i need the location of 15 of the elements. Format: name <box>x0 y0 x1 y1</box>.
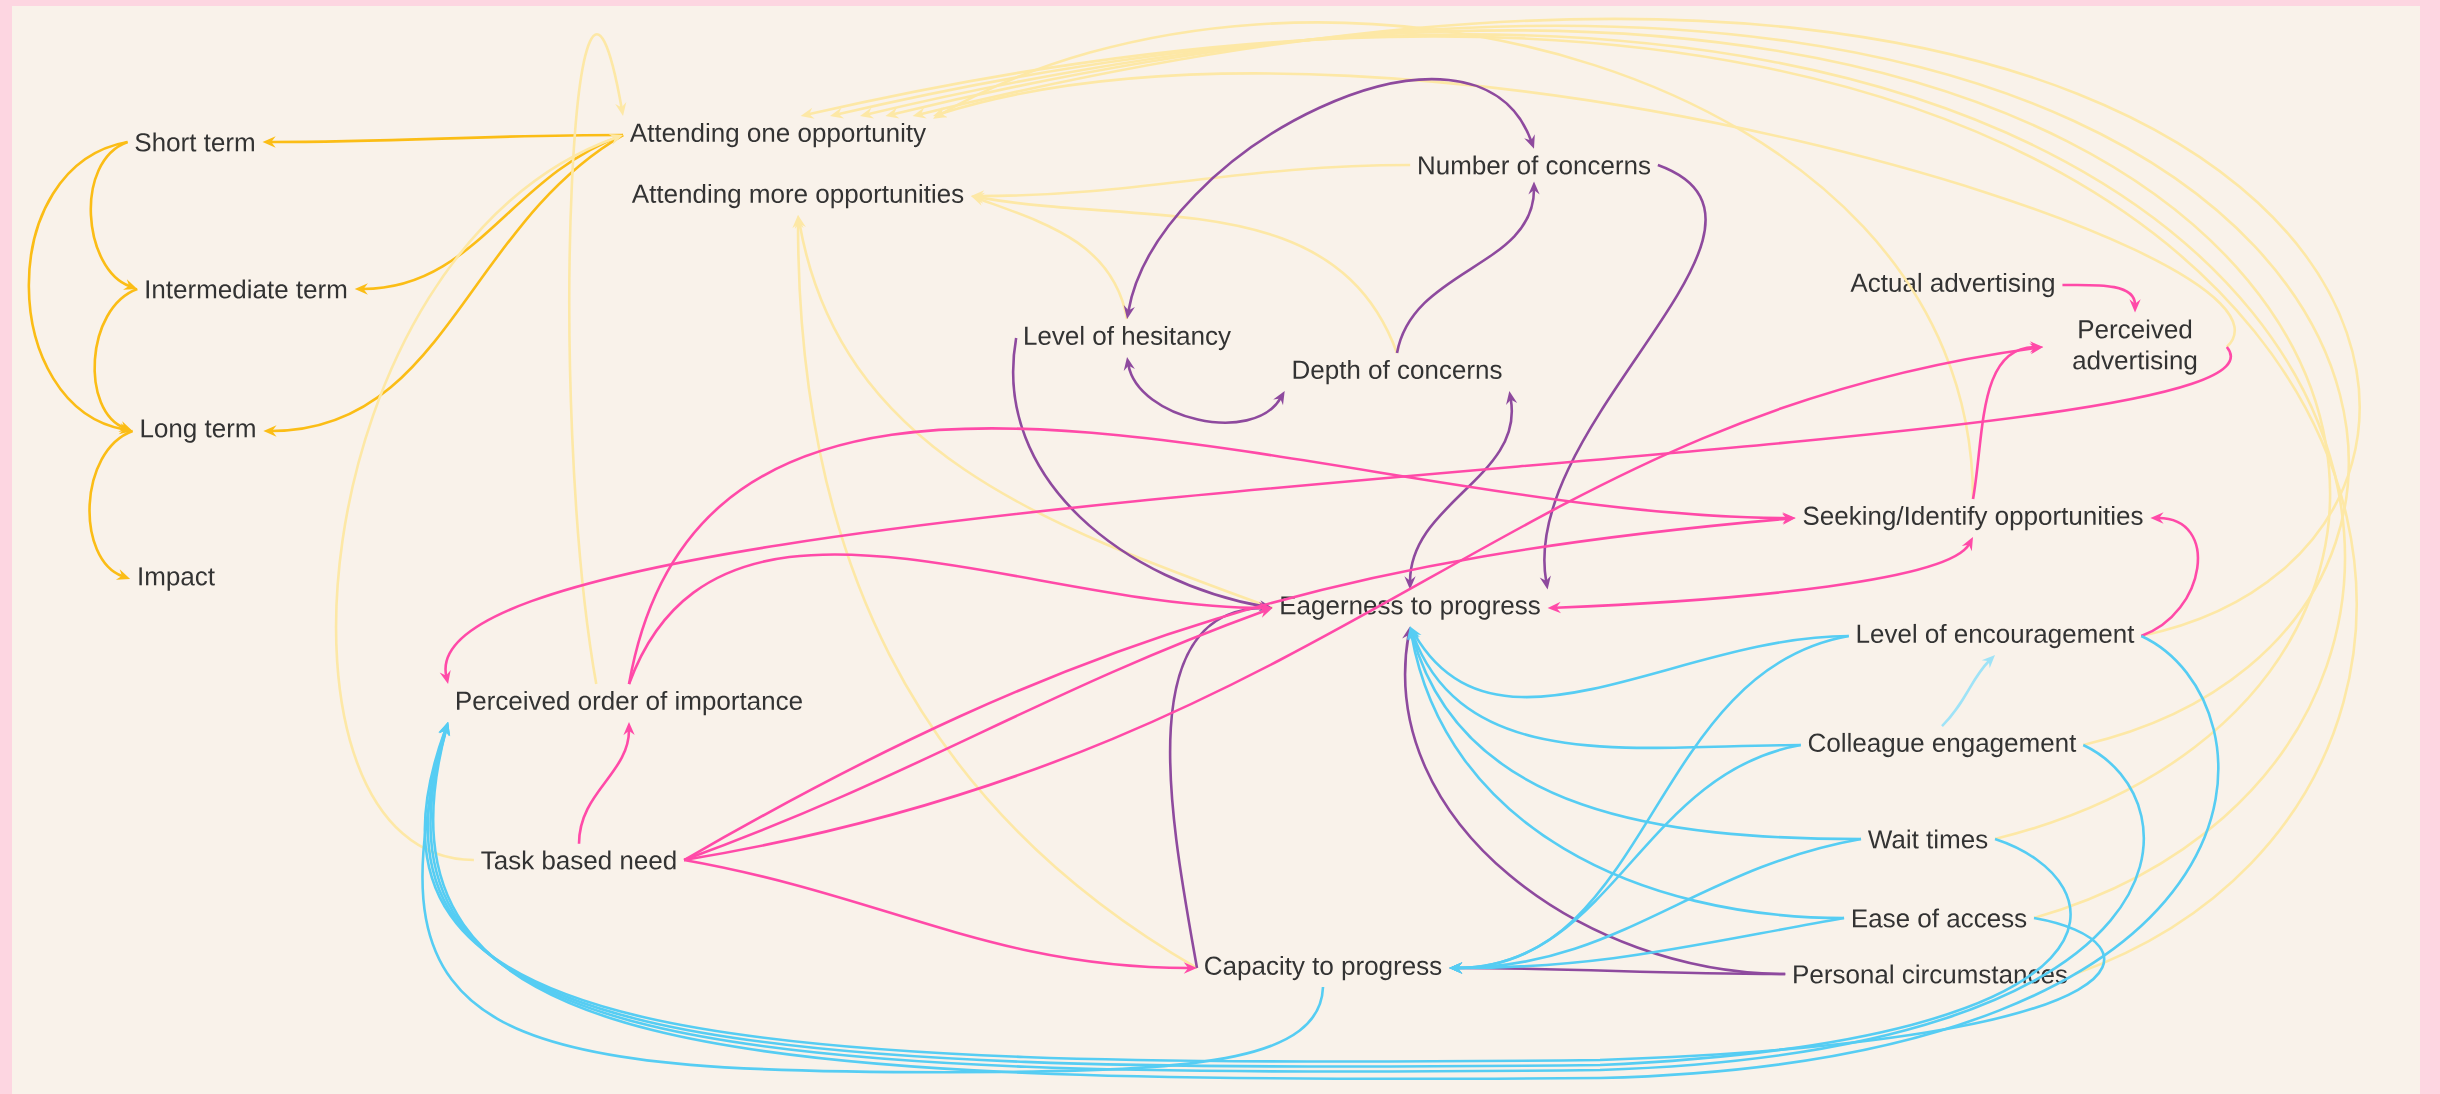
node-label: Long term <box>141 419 255 443</box>
node-label: Perceived order of importance <box>457 690 802 716</box>
node-label: Short term <box>135 132 254 152</box>
node-label: Attending more opportunities <box>631 183 964 209</box>
node-label: Colleague engagement <box>1808 732 2077 758</box>
arrow <box>433 634 2220 1081</box>
node-label: Impact <box>139 567 215 591</box>
arrow <box>93 287 138 432</box>
arrow <box>88 429 134 580</box>
node-label: Intermediate term <box>146 279 347 299</box>
node-label: Task based need <box>481 850 676 870</box>
node-label: Attending one opportunity <box>629 122 927 148</box>
node-label: Capacity to progress <box>1205 955 1442 981</box>
node-label: Ease of access <box>1853 908 2027 928</box>
node-label: Wait times <box>1867 829 1988 849</box>
